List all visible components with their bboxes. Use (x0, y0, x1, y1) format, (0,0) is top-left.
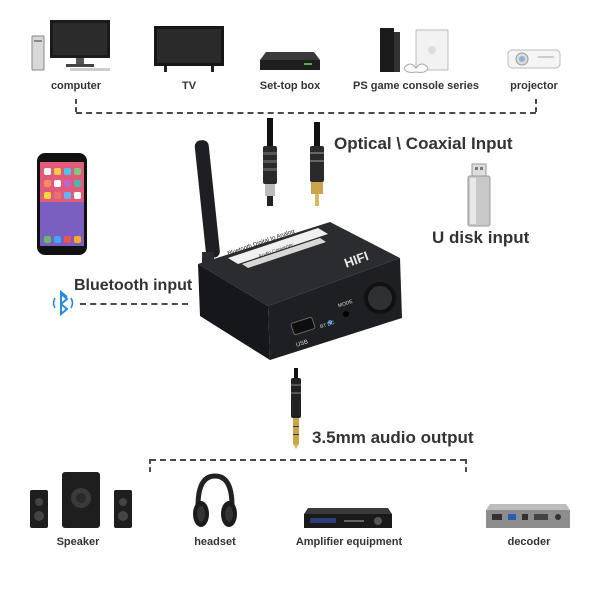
udisk-icon (466, 162, 492, 228)
top-bracket-left (75, 99, 77, 112)
bottom-bracket-left (149, 459, 151, 472)
dac-device (180, 136, 420, 368)
tv-icon (152, 24, 226, 74)
output-label-amplifier: Amplifier equipment (295, 536, 403, 548)
projector-icon (504, 44, 564, 74)
optical-cable-icon (258, 118, 282, 210)
source-label-tv: TV (181, 80, 197, 92)
bottom-bracket-right (465, 459, 467, 472)
output-label-speaker: Speaker (56, 536, 100, 548)
bluetooth-label: Bluetooth input (74, 277, 193, 294)
top-bracket-right (535, 99, 537, 112)
amplifier-icon (302, 506, 394, 532)
headset-icon (192, 472, 238, 530)
computer-icon (30, 18, 120, 72)
audio-output-label: 3.5mm audio output (312, 428, 474, 447)
aux-cable-icon (288, 368, 304, 450)
coaxial-cable-icon (306, 122, 328, 210)
output-label-decoder: decoder (507, 536, 551, 548)
output-label-headset: headset (194, 536, 236, 548)
source-label-projector: projector (510, 80, 558, 92)
optical-coaxial-label: Optical \ Coaxial Input (334, 134, 513, 153)
source-label-set-top-box: Set-top box (259, 80, 321, 92)
bluetooth-line (80, 303, 188, 305)
source-label-computer: computer (50, 80, 102, 92)
source-label-console: PS game console series (353, 80, 479, 92)
top-bracket-line (76, 112, 536, 114)
bottom-bracket-line (150, 459, 466, 461)
phone-icon (36, 152, 88, 256)
game-console-icon (376, 24, 458, 74)
speaker-icon (26, 468, 138, 532)
udisk-label: U disk input (432, 228, 530, 247)
bluetooth-icon (50, 290, 78, 316)
set-top-box-icon (258, 48, 322, 74)
decoder-icon (484, 500, 572, 532)
